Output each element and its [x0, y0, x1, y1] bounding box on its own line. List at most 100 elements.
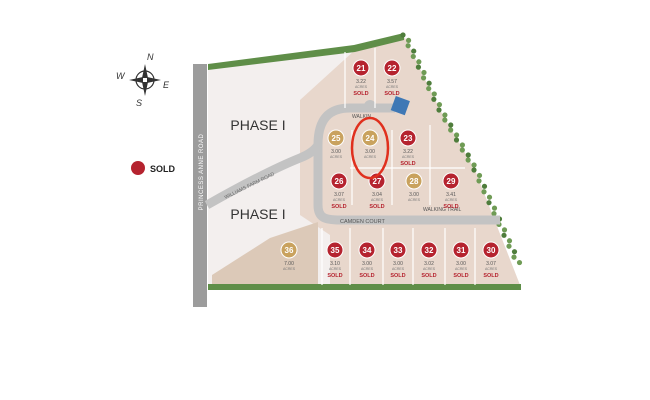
lot-acres: 3.00 — [409, 192, 419, 198]
lot-number: 31 — [457, 246, 466, 255]
lot-unit: ACRES — [402, 155, 415, 159]
tree-dot — [511, 254, 517, 260]
highlight-circle — [350, 116, 390, 180]
tree-dot — [459, 142, 466, 148]
tree-dot — [436, 102, 443, 108]
lot-unit: ACRES — [386, 85, 399, 89]
tree-dot — [516, 259, 523, 266]
tree-dot — [465, 152, 471, 158]
tree-dot — [491, 210, 497, 217]
lot-acres: 3.10 — [330, 261, 340, 267]
lot-marker — [280, 241, 298, 259]
tree-dot — [453, 132, 460, 138]
lot-acres: 3.00 — [362, 261, 372, 267]
lot-unit: ACRES — [408, 198, 421, 202]
princess-anne-road-label: PRINCESS ANNE ROAD — [199, 133, 205, 210]
lot-marker — [361, 129, 379, 147]
lot-status: SOLD — [453, 273, 468, 279]
tree-dot — [481, 189, 487, 195]
tree-dot — [491, 205, 498, 211]
lot-acres: 3.22 — [356, 79, 366, 85]
tree-dot — [486, 200, 492, 206]
lot-status: SOLD — [369, 204, 384, 210]
phase-label-upper: PHASE I — [230, 117, 285, 133]
tree-dot — [400, 32, 406, 38]
lot-acres: 3.00 — [365, 149, 375, 155]
compass-e-label: E — [163, 80, 170, 90]
compass-rose: N S E W — [116, 52, 170, 108]
camden-court-label: CAMDEN COURT — [340, 219, 385, 225]
lot-number: 36 — [285, 246, 294, 255]
lot-marker — [399, 129, 417, 147]
tree-dot — [411, 48, 417, 54]
tree-dot — [506, 238, 513, 244]
lot-unit: ACRES — [364, 155, 377, 159]
amenity-square — [390, 96, 410, 116]
lot-status: SOLD — [421, 273, 436, 279]
lot-marker — [420, 241, 438, 259]
lot-unit: ACRES — [333, 198, 346, 202]
phase-label-lower: PHASE I — [230, 206, 285, 222]
lot-number: 33 — [394, 246, 403, 255]
lot-unit: ACRES — [371, 198, 384, 202]
tree-dot — [448, 127, 454, 133]
tree-dot — [465, 157, 471, 163]
tree-dot — [416, 59, 422, 65]
lot-status: SOLD — [384, 91, 399, 97]
tree-dot — [476, 178, 482, 184]
tree-dot — [420, 75, 427, 81]
lot-number: 24 — [366, 134, 375, 143]
lot-unit: ACRES — [423, 267, 436, 271]
lot-unit: ACRES — [445, 198, 458, 202]
lot-marker — [482, 241, 500, 259]
lot-marker — [358, 241, 376, 259]
lot-marker — [352, 59, 370, 77]
lot-number: 22 — [388, 64, 397, 73]
sold-legend-dot — [131, 161, 145, 175]
tree-dot — [476, 172, 483, 179]
lot-number: 28 — [410, 177, 419, 186]
east-tree-line — [400, 32, 523, 266]
lot-number: 26 — [335, 177, 344, 186]
tree-dot — [415, 64, 422, 70]
tree-dot — [459, 147, 465, 153]
lot-acres: 3.41 — [446, 192, 456, 198]
lot-marker — [389, 241, 407, 259]
tree-dot — [471, 167, 477, 173]
lot-status: SOLD — [443, 204, 458, 210]
lot-marker — [327, 129, 345, 147]
lot-status: SOLD — [483, 273, 498, 279]
cul-de-sac-road — [313, 145, 500, 225]
lot-acres: 3.07 — [486, 261, 496, 267]
cul-de-sac-top — [313, 103, 395, 146]
lot-status: SOLD — [331, 204, 346, 210]
lot-unit: ACRES — [283, 267, 296, 271]
tree-dot — [501, 232, 507, 238]
compass-w-label: W — [116, 71, 126, 81]
lot-unit: ACRES — [355, 85, 368, 89]
lot-acres: 3.57 — [387, 79, 397, 85]
lot-acres: 3.07 — [334, 192, 344, 198]
princess-anne-road — [193, 64, 207, 307]
lot-markers: 213.22ACRESSOLD223.57ACRESSOLD253.00ACRE… — [280, 59, 500, 279]
lot-unit: ACRES — [361, 267, 374, 271]
lot-number: 32 — [425, 246, 434, 255]
lot-acres: 3.02 — [424, 261, 434, 267]
lot-unit: ACRES — [329, 267, 342, 271]
compass-west-arrow — [129, 77, 143, 83]
lot-number: 21 — [357, 64, 366, 73]
lot-number: 25 — [332, 134, 341, 143]
lot-acres: 3.00 — [331, 149, 341, 155]
lot-status: SOLD — [390, 273, 405, 279]
compass-north-arrow — [142, 64, 148, 78]
compass-south-arrow — [142, 82, 148, 96]
sold-legend-label: SOLD — [150, 164, 176, 174]
cul-de-sac-end — [364, 100, 376, 112]
